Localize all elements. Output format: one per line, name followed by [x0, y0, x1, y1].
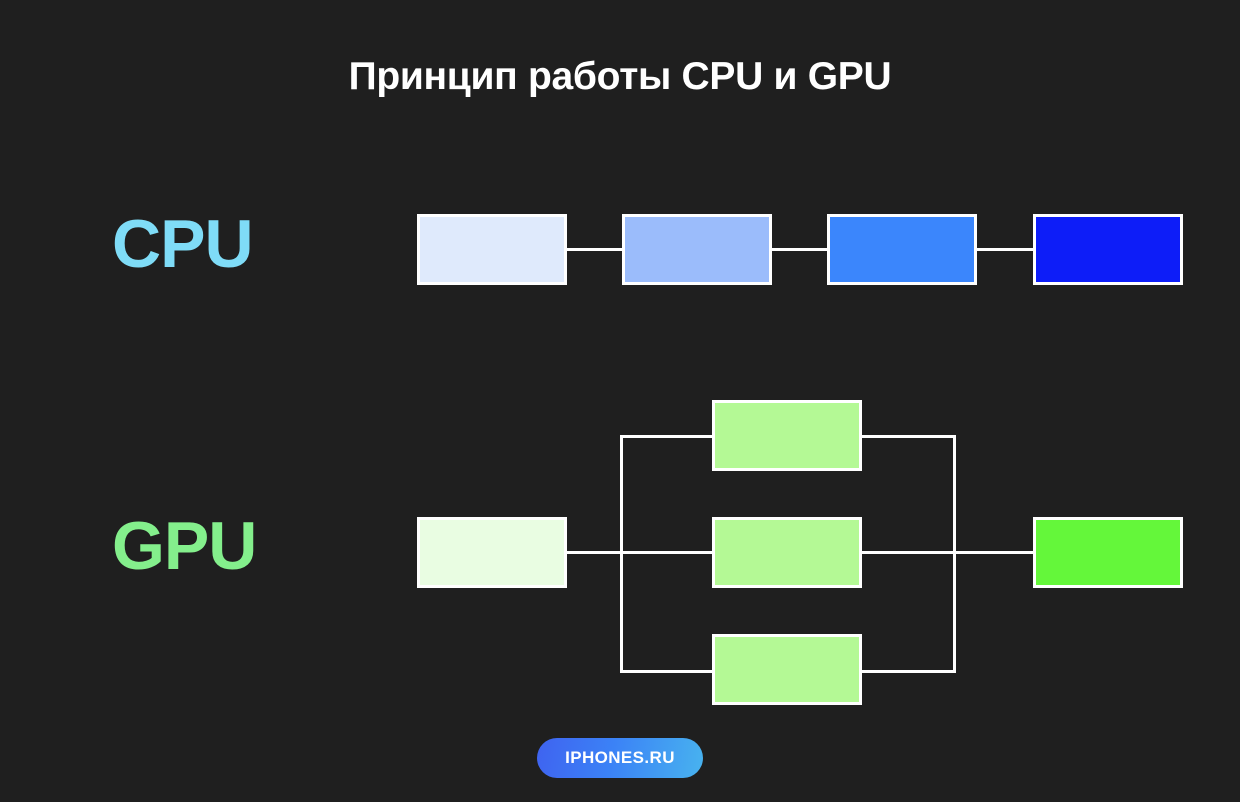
gpu-input-box[interactable]	[417, 517, 567, 588]
gpu-merge-bus	[953, 435, 956, 673]
page-title: Принцип работы CPU и GPU	[348, 55, 892, 98]
gpu-merge-top	[858, 435, 956, 438]
cpu-stage-4-fill	[1036, 217, 1180, 282]
gpu-input-fill	[420, 520, 564, 585]
cpu-stage-4-box[interactable]	[1033, 214, 1183, 285]
gpu-core-1-fill	[715, 403, 859, 468]
cpu-row-label: CPU	[112, 206, 254, 282]
gpu-branch-middle	[620, 551, 760, 554]
source-badge[interactable]: IPHONES.RU	[537, 738, 703, 778]
cpu-stage-3-fill	[830, 217, 974, 282]
gpu-branch-top	[620, 435, 760, 438]
gpu-output-box[interactable]	[1033, 517, 1183, 588]
gpu-merge-middle	[858, 551, 956, 554]
gpu-output-fill	[1036, 520, 1180, 585]
cpu-connector-1-2	[560, 248, 632, 251]
gpu-core-1-box[interactable]	[712, 400, 862, 471]
gpu-split-bus	[620, 435, 623, 673]
gpu-core-3-box[interactable]	[712, 634, 862, 705]
gpu-merge-bottom	[858, 670, 956, 673]
cpu-stage-2-fill	[625, 217, 769, 282]
gpu-core-3-fill	[715, 637, 859, 702]
gpu-connector-merge-to-output	[953, 551, 1038, 554]
gpu-branch-bottom	[620, 670, 760, 673]
gpu-row-label: GPU	[112, 508, 257, 584]
cpu-connector-3-4	[970, 248, 1042, 251]
cpu-stage-2-box[interactable]	[622, 214, 772, 285]
cpu-stage-1-fill	[420, 217, 564, 282]
cpu-stage-3-box[interactable]	[827, 214, 977, 285]
source-badge-label: IPHONES.RU	[565, 748, 675, 767]
cpu-stage-1-box[interactable]	[417, 214, 567, 285]
gpu-core-2-box[interactable]	[712, 517, 862, 588]
cpu-connector-2-3	[765, 248, 837, 251]
gpu-core-2-fill	[715, 520, 859, 585]
